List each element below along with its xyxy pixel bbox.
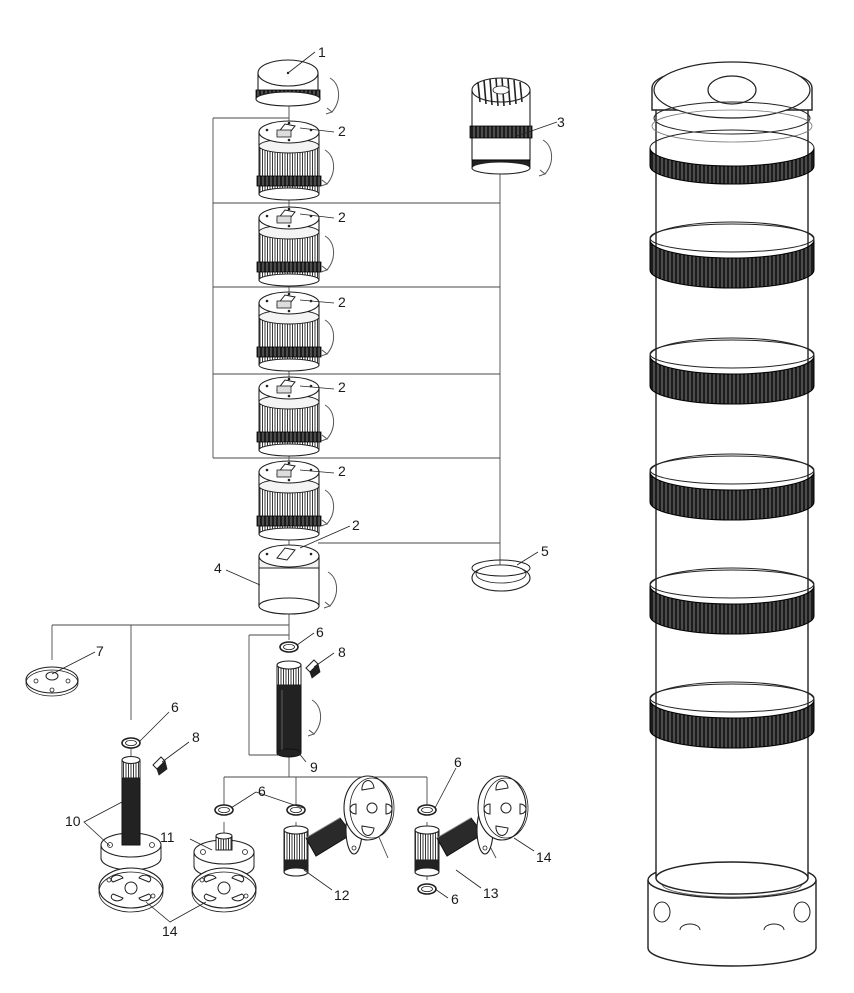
part-screw-1 — [305, 659, 321, 679]
callout-2c: 2 — [338, 294, 346, 310]
callout-6e: 6 — [451, 891, 459, 907]
callout-2d: 2 — [338, 379, 346, 395]
part-tube — [276, 660, 322, 758]
callout-1: 1 — [318, 44, 326, 60]
part-cap — [255, 59, 340, 115]
callout-6c: 6 — [454, 754, 462, 770]
callout-14b: 14 — [162, 923, 178, 939]
part-seal-4 — [286, 804, 306, 816]
part-round-plate-a — [343, 775, 395, 841]
callout-9: 9 — [310, 759, 318, 775]
part-seal-3 — [214, 804, 234, 816]
callout-2e: 2 — [338, 463, 346, 479]
callout-2b: 2 — [338, 209, 346, 225]
part-plate-b — [191, 867, 257, 913]
part-round-plate-b — [477, 775, 529, 841]
part-seal-6 — [417, 883, 437, 895]
assembled-tower — [647, 61, 817, 967]
callout-6d: 6 — [258, 783, 266, 799]
part-flange-plate — [25, 666, 79, 697]
callout-14a: 14 — [536, 849, 552, 865]
callout-11: 11 — [160, 829, 175, 845]
callout-12: 12 — [334, 887, 350, 903]
part-buzzer — [469, 77, 553, 177]
callout-8a: 8 — [338, 644, 346, 660]
callout-13: 13 — [483, 885, 499, 901]
callout-3: 3 — [557, 114, 565, 130]
part-seal-2 — [121, 737, 141, 749]
callout-8b: 8 — [192, 729, 200, 745]
callout-6a: 6 — [316, 624, 324, 640]
part-seal-5 — [417, 804, 437, 816]
part-plate-a — [98, 867, 164, 913]
part-module-1 — [256, 120, 335, 201]
part-tube-mount — [100, 755, 162, 871]
callout-5: 5 — [541, 543, 549, 559]
callout-2f: 2 — [352, 517, 360, 533]
callout-4: 4 — [214, 560, 222, 576]
callout-10: 10 — [65, 813, 81, 829]
part-seal-1 — [279, 641, 299, 653]
callout-6b: 6 — [171, 699, 179, 715]
part-module-3 — [256, 291, 335, 372]
leader-lines — [51, 51, 558, 923]
part-module-2 — [256, 206, 335, 287]
part-ring — [471, 559, 531, 592]
part-base-module — [258, 544, 338, 615]
part-module-4 — [256, 376, 335, 457]
part-module-5 — [256, 460, 335, 541]
callout-7: 7 — [96, 643, 104, 659]
callout-labels: 1 3 2 2 2 2 2 2 4 5 6 7 8 6 8 9 6 6 10 1… — [65, 44, 565, 939]
callout-2a: 2 — [338, 123, 346, 139]
